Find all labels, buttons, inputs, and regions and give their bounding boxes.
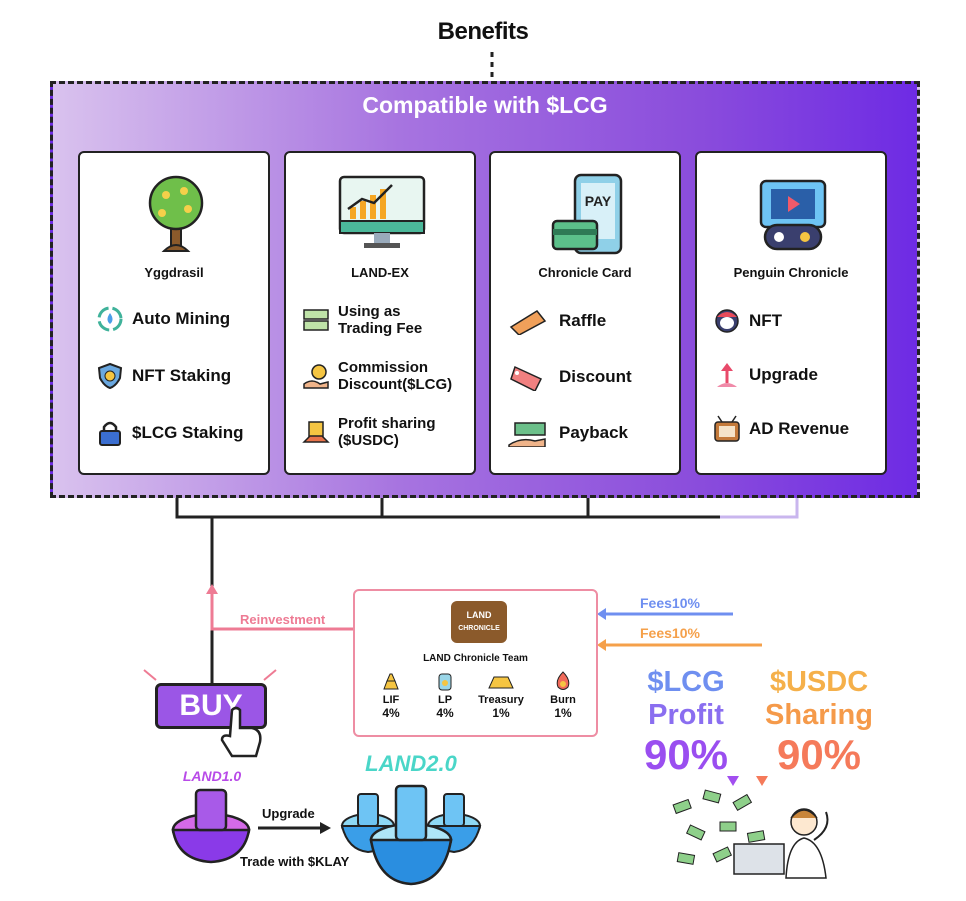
recycle-drop-icon <box>97 306 123 332</box>
upgrade-label: Upgrade <box>262 806 315 821</box>
benefit-auto-mining: Auto Mining <box>96 305 230 333</box>
penguin-icon <box>715 309 739 333</box>
benefit-raffle: Raffle <box>507 307 606 335</box>
tv-ad-icon <box>714 415 740 442</box>
money-bag-icon <box>302 421 330 443</box>
benefit-label-line2: Discount($LCG) <box>338 376 453 394</box>
benefit-nft: NFT <box>713 307 782 335</box>
card-chronicle-card: PAY Chronicle Card Raffle Discount Payba… <box>489 151 681 475</box>
dist-value: 1% <box>492 706 510 720</box>
tree-icon <box>148 175 204 252</box>
jar-icon <box>438 673 452 691</box>
benefit-lcg-staking: $LCG Staking <box>96 419 243 447</box>
usdc-token: $USDC <box>769 666 869 698</box>
benefit-label: Upgrade <box>749 365 818 385</box>
fees-usdc-label: Fees10% <box>640 625 700 641</box>
lcg-profit-block: $LCG Profit 90% <box>636 668 736 776</box>
dist-label: LIF <box>382 694 400 706</box>
card-title-chronicle-card: Chronicle Card <box>538 265 632 280</box>
benefits-title: Benefits <box>437 18 529 45</box>
benefit-label: AD Revenue <box>749 419 850 439</box>
dist-lif: LIF 4% <box>363 671 419 720</box>
dist-value: 4% <box>436 706 454 720</box>
shield-coin-icon <box>97 362 123 390</box>
land1-label: LAND1.0 <box>182 768 242 784</box>
buy-button[interactable]: BUY <box>155 683 267 729</box>
benefit-payback: Payback <box>507 419 628 447</box>
card-yggdrasil: Yggdrasil Auto Mining NFT Staking $LCG S… <box>78 151 270 475</box>
dist-label: Burn <box>550 694 576 706</box>
cash-hand-icon <box>508 422 546 447</box>
lcg-profit-pct: 90% <box>643 731 729 778</box>
coin-hand-icon <box>303 364 329 389</box>
logo-line1: LAND <box>466 610 492 620</box>
benefit-label-line2: ($USDC) <box>338 432 399 450</box>
card-title-yggdrasil: Yggdrasil <box>144 265 204 280</box>
benefit-label: Raffle <box>559 311 607 331</box>
dist-treasury: Treasury 1% <box>473 671 529 720</box>
land2-label: LAND2.0 <box>365 751 457 776</box>
benefit-label: Auto Mining <box>132 309 231 329</box>
lcg-profit-word: Profit <box>648 699 724 731</box>
lock-icon <box>99 421 121 446</box>
usdc-sharing-word: Sharing <box>765 699 873 731</box>
land2-icon <box>340 784 482 886</box>
dist-label: LP <box>437 694 453 706</box>
benefit-label: Payback <box>559 423 628 443</box>
land-chronicle-logo: LAND CHRONICLE <box>451 601 507 643</box>
pay-phone-card-icon: PAY <box>551 173 623 255</box>
benefit-label: Discount <box>559 367 632 387</box>
usdc-sharing-pct: 90% <box>776 731 862 778</box>
benefit-ad-revenue: AD Revenue <box>713 415 849 443</box>
trade-label: Trade with $KLAY <box>240 854 350 869</box>
gold-stack-icon <box>383 673 399 690</box>
card-title-penguin-chronicle: Penguin Chronicle <box>733 265 849 280</box>
reinvestment-label: Reinvestment <box>240 612 326 627</box>
benefit-profit-sharing: Profit sharing($USDC) <box>302 415 436 450</box>
dist-lp: LP 4% <box>417 671 473 720</box>
benefit-discount: Discount <box>507 363 632 391</box>
chart-monitor-icon <box>338 175 426 248</box>
usdc-sharing-block: $USDC Sharing 90% <box>764 668 874 776</box>
benefit-label-line1: Profit sharing <box>338 415 436 432</box>
gold-bar-icon <box>488 676 514 689</box>
cash-icon <box>303 309 329 331</box>
land1-icon <box>171 788 251 864</box>
compatible-heading: Compatible with $LCG <box>362 92 608 118</box>
hand-pointer-icon <box>220 706 262 758</box>
benefit-label: NFT Staking <box>132 366 232 386</box>
sale-tag-icon <box>510 365 543 391</box>
dist-value: 1% <box>554 706 572 720</box>
team-name: LAND Chronicle Team <box>423 653 528 664</box>
lcg-token: $LCG <box>647 666 725 698</box>
ticket-icon <box>509 310 547 335</box>
benefit-label-line2: Trading Fee <box>338 320 423 338</box>
benefit-label-line1: Commission <box>338 359 429 376</box>
benefit-nft-staking: NFT Staking <box>96 362 231 390</box>
benefit-upgrade: Upgrade <box>713 361 818 389</box>
card-title-land-ex: LAND-EX <box>351 265 409 280</box>
card-penguin-chronicle: Penguin Chronicle NFT Upgrade AD Revenue <box>695 151 887 475</box>
pay-text: PAY <box>585 193 612 209</box>
money-rain-person-icon <box>672 789 829 879</box>
benefit-label: $LCG Staking <box>132 423 244 443</box>
fire-coin-icon <box>556 671 570 690</box>
land-chronicle-team-box: LAND CHRONICLE LAND Chronicle Team LIF 4… <box>353 589 598 737</box>
benefit-label: NFT <box>749 311 783 331</box>
dist-label: Treasury <box>478 694 524 706</box>
benefit-label-line1: Using as <box>338 303 401 320</box>
upgrade-icon <box>717 363 737 387</box>
dist-value: 4% <box>382 706 400 720</box>
game-screen-icon <box>759 179 827 251</box>
dist-burn: Burn 1% <box>535 671 591 720</box>
click-sparkle-icon <box>143 669 277 681</box>
logo-line2: CHRONICLE <box>458 625 500 632</box>
fees-lcg-label: Fees10% <box>640 595 700 611</box>
